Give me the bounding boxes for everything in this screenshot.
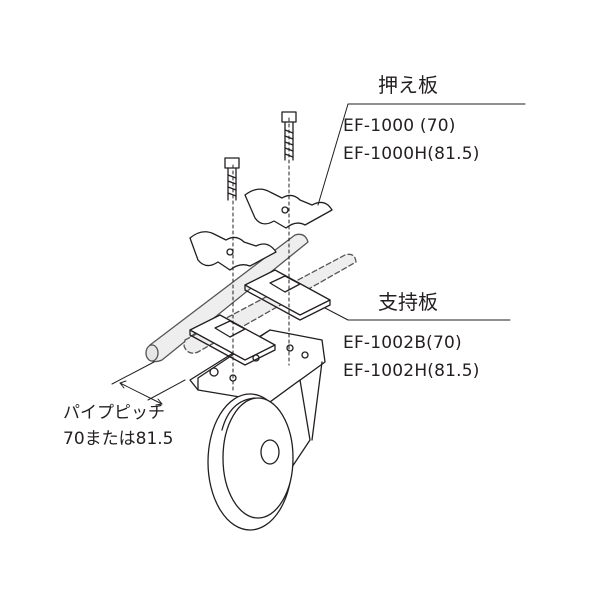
presser-plate-title: 押え板 xyxy=(378,73,438,97)
leader-presser-plate xyxy=(317,103,526,206)
support-plate-title: 支持板 xyxy=(378,290,438,314)
pipe-pitch-title: パイプピッチ xyxy=(63,403,165,423)
pipe-left xyxy=(145,233,309,363)
presser-plate-model-70: EF-1000 (70) xyxy=(343,116,456,136)
support-plate-upper xyxy=(244,269,331,321)
caster-wheel xyxy=(207,393,294,531)
support-plate-lower xyxy=(189,314,276,366)
support-plate-model-70: EF-1002B(70) xyxy=(343,333,462,353)
support-plate-model-815: EF-1002H(81.5) xyxy=(343,361,480,381)
leader-support-plate xyxy=(324,307,511,321)
presser-plate-model-815: EF-1000H(81.5) xyxy=(343,144,480,164)
assembly-axis-lines xyxy=(232,117,290,391)
bolt-left xyxy=(224,157,240,201)
pipe-pitch-value: 70または81.5 xyxy=(63,429,174,449)
pipe-pitch-dimension xyxy=(111,361,186,406)
